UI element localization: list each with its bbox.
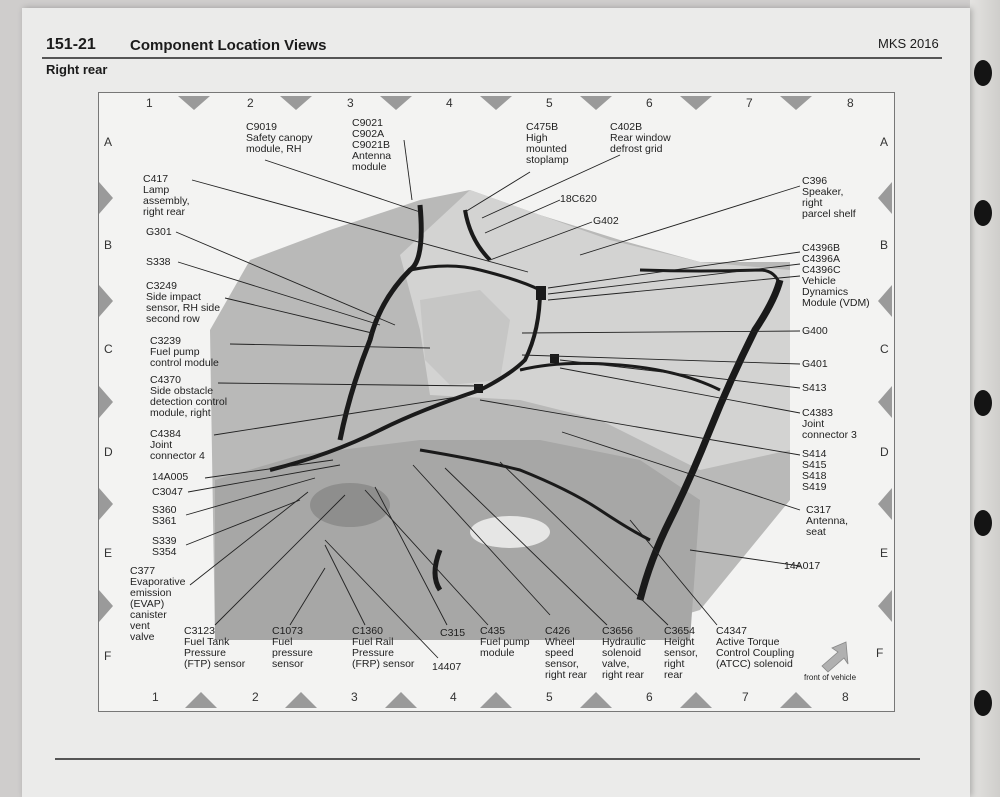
binder-ring	[974, 390, 992, 416]
grid-row-d-left: D	[104, 445, 113, 459]
label-c396: C396 Speaker, right parcel shelf	[802, 175, 856, 220]
grid-markers	[99, 96, 892, 708]
label-c377: C377 Evaporative emission (EVAP) caniste…	[130, 565, 186, 643]
grid-row-c-left: C	[104, 342, 113, 356]
grid-row-f-right: F	[876, 646, 884, 660]
label-c4347: C4347 Active Torque Control Coupling (AT…	[716, 625, 795, 670]
label-c4396: C4396B C4396A C4396C Vehicle Dynamics Mo…	[802, 242, 870, 309]
label-c317: C317 Antenna, seat	[806, 504, 849, 538]
label-c3239: C3239 Fuel pump control module	[150, 335, 219, 369]
grid-col-7-top: 7	[746, 96, 753, 110]
grid-col-8-bottom: 8	[842, 690, 849, 704]
label-s338: S338	[146, 256, 171, 268]
label-c4370: C4370 Side obstacle detection control mo…	[150, 374, 228, 419]
grid-col-7-bottom: 7	[742, 690, 749, 704]
label-g301: G301	[146, 226, 172, 238]
label-c3654: C3654 Height sensor, right rear	[664, 625, 698, 681]
label-s414: S414 S415 S418 S419	[802, 448, 827, 493]
label-c9019: C9019 Safety canopy module, RH	[246, 121, 313, 155]
grid-col-8-top: 8	[847, 96, 854, 110]
grid-col-3-bottom: 3	[351, 690, 358, 704]
grid-row-a-left: A	[104, 135, 113, 149]
label-14a017: 14A017	[784, 560, 821, 572]
label-c315: C315	[440, 627, 466, 639]
page-number: 151-21	[46, 36, 96, 53]
label-c3123: C3123 Fuel Tank Pressure (FTP) sensor	[184, 625, 246, 670]
trunk-photo	[210, 190, 790, 640]
grid-col-5-bottom: 5	[546, 690, 553, 704]
header-rule	[42, 57, 942, 59]
label-c402b: C402B Rear window defrost grid	[610, 121, 671, 155]
grid-row-c-right: C	[880, 342, 889, 356]
label-c9021: C9021 C902A C9021B Antenna module	[352, 117, 392, 173]
leader-lines	[175, 139, 801, 659]
binder-ring	[974, 200, 992, 226]
grid-col-2-bottom: 2	[252, 690, 259, 704]
label-g402: G402	[593, 215, 619, 227]
label-s339: S339 S354	[152, 535, 177, 558]
label-14407: 14407	[432, 661, 462, 673]
grid-col-1-top: 1	[146, 96, 153, 110]
label-c3656: C3656 Hydraulic solenoid valve, right re…	[602, 625, 646, 681]
grid-col-4-top: 4	[446, 96, 453, 110]
model-label: MKS 2016	[878, 36, 939, 51]
grid-row-a-right: A	[880, 135, 889, 149]
binder-ring	[974, 510, 992, 536]
label-14a005: 14A005	[152, 471, 189, 483]
label-g401: G401	[802, 358, 828, 370]
footer-rule	[55, 758, 920, 760]
binder-ring	[974, 60, 992, 86]
label-c1073: C1073 Fuel pressure sensor	[272, 625, 313, 670]
label-c417: C417 Lamp assembly, right rear	[143, 173, 190, 218]
label-c475b: C475B High mounted stoplamp	[526, 121, 569, 166]
grid-row-b-right: B	[880, 238, 889, 252]
grid-col-2-top: 2	[247, 96, 254, 110]
binder-ring	[974, 690, 992, 716]
page-title: Component Location Views	[130, 37, 327, 54]
grid-col-4-bottom: 4	[450, 690, 457, 704]
label-c3047: C3047	[152, 486, 183, 498]
front-arrow-icon	[821, 641, 849, 673]
label-18c620: 18C620	[560, 193, 597, 205]
label-s360: S360 S361	[152, 504, 177, 527]
grid-row-b-left: B	[104, 238, 113, 252]
grid-col-3-top: 3	[347, 96, 354, 110]
label-c4383: C4383 Joint connector 3	[802, 407, 857, 441]
grid-row-e-left: E	[104, 546, 113, 560]
grid-row-d-right: D	[880, 445, 889, 459]
grid-col-6-top: 6	[646, 96, 653, 110]
grid-col-6-bottom: 6	[646, 690, 653, 704]
label-c3249: C3249 Side impact sensor, RH side second…	[146, 280, 221, 325]
grid-row-f-left: F	[104, 649, 112, 663]
grid-row-e-right: E	[880, 546, 889, 560]
grid-col-1-bottom: 1	[152, 690, 159, 704]
section-subtitle: Right rear	[46, 62, 108, 77]
front-of-vehicle-label: front of vehicle	[804, 673, 857, 682]
grid-col-5-top: 5	[546, 96, 553, 110]
label-c4384: C4384 Joint connector 4	[150, 428, 205, 462]
label-g400: G400	[802, 325, 828, 337]
label-s413: S413	[802, 382, 827, 394]
label-c435: C435 Fuel pump module	[480, 625, 530, 659]
label-c426: C426 Wheel speed sensor, right rear	[545, 625, 588, 681]
label-c1360: C1360 Fuel Rail Pressure (FRP) sensor	[352, 625, 415, 670]
